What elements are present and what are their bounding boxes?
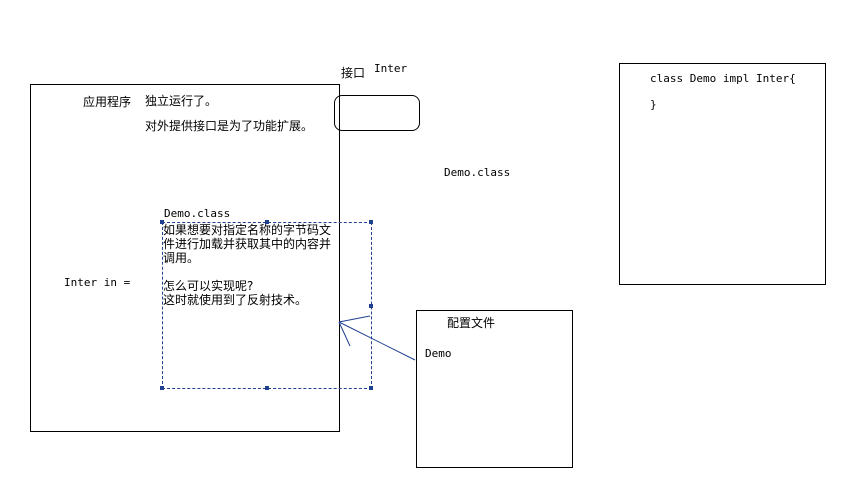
interface-label-name: Inter — [374, 62, 408, 75]
interface-label-cn: 接口 — [341, 66, 366, 80]
code-box — [619, 63, 826, 285]
selection-text-block: 如果想要对指定名称的字节码文件进行加载并获取其中的内容并调用。 怎么可以实现呢?… — [163, 223, 339, 307]
field-declaration: Inter in = — [64, 276, 131, 289]
app-note-runs: 独立运行了。 — [145, 94, 218, 108]
selection-title: Demo.class — [164, 207, 231, 220]
config-box — [416, 310, 573, 468]
config-title: 配置文件 — [447, 316, 496, 330]
code-line1: class Demo impl Inter{ — [650, 72, 796, 85]
app-box — [30, 84, 340, 432]
floating-demo-class: Demo.class — [444, 166, 511, 179]
selection-line2: 怎么可以实现呢? — [163, 279, 254, 293]
selection-line3: 这时就使用到了反射技术。 — [163, 293, 308, 307]
code-line2: } — [650, 98, 657, 111]
config-entry: Demo — [425, 347, 452, 360]
selection-line1: 如果想要对指定名称的字节码文件进行加载并获取其中的内容并调用。 — [163, 223, 332, 265]
app-label: 应用程序 — [83, 95, 132, 109]
app-note-interface: 对外提供接口是为了功能扩展。 — [145, 119, 314, 133]
interface-rounded-rect[interactable] — [334, 95, 420, 131]
